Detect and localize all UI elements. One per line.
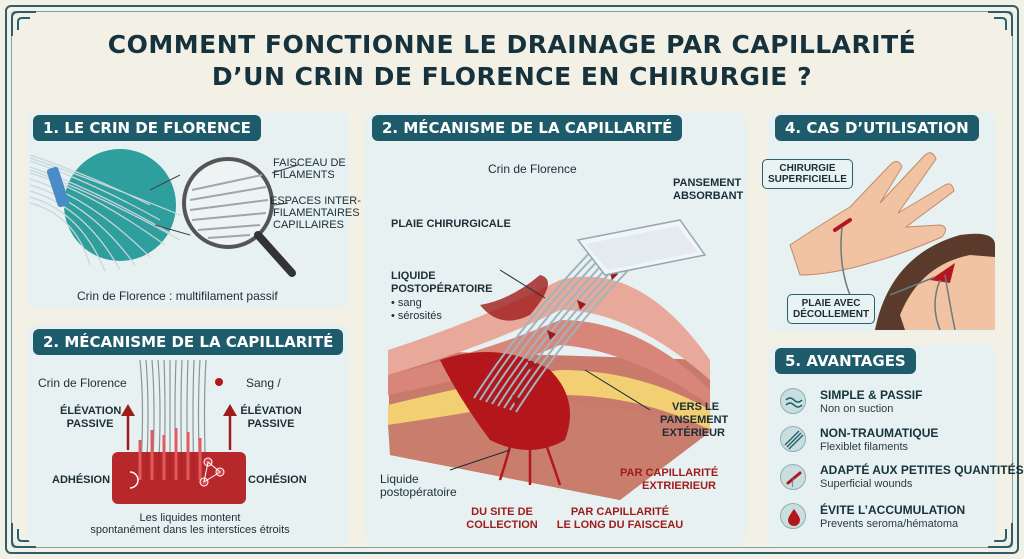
label-espaces-2: FILAMENTAIRES bbox=[273, 207, 360, 219]
page-title-line-1: COMMENT FONCTIONNE LE DRAINAGE PAR CAPIL… bbox=[107, 30, 917, 59]
label-liquide-bottom-1: Liquide bbox=[380, 472, 419, 486]
label-vers-3: EXTÉRIEUR bbox=[662, 427, 725, 439]
blood-drop-icon bbox=[780, 503, 806, 529]
panel1-caption: Crin de Florence : multifilament passif bbox=[77, 289, 278, 303]
blood-reservoir bbox=[112, 452, 246, 504]
label-faisceau-1: FAISCEAU DE bbox=[273, 157, 346, 169]
label-elevation-right-1: ÉLÉVATION bbox=[240, 405, 302, 417]
label-par-capillarite-ext-1: PAR CAPILLARITÉ bbox=[620, 467, 719, 479]
label-par-capillarite-ext-2: EXTRIERIEUR bbox=[642, 480, 716, 492]
adhesion-arrow-icon bbox=[129, 471, 139, 489]
label-crin-small: Crin de Florence bbox=[38, 376, 127, 390]
wave-icon bbox=[780, 388, 806, 414]
scalp-wound bbox=[930, 263, 955, 283]
corner-ornament-icon bbox=[988, 523, 1013, 548]
panel-avantages bbox=[768, 345, 996, 545]
label-espaces-1: ESPACES INTER- bbox=[270, 195, 361, 207]
panel2-caption-2: spontanément dans les interstices étroit… bbox=[90, 524, 290, 536]
advantage-1-sub: Non on suction bbox=[820, 403, 894, 415]
blood-dot-icon bbox=[215, 378, 223, 386]
label-pansement-2: ABSORBANT bbox=[673, 190, 744, 202]
label-site-2: COLLECTION bbox=[466, 519, 538, 531]
panel1-heading: 1. LE CRIN DE FLORENCE bbox=[33, 115, 261, 141]
teal-background-circle bbox=[64, 149, 176, 261]
label-crin-large: Crin de Florence bbox=[488, 162, 577, 176]
panel5-heading: 5. AVANTAGES bbox=[775, 348, 916, 374]
fat-layer bbox=[388, 370, 710, 430]
page-title-line-2: D’UN CRIN DE FLORENCE EN CHIRURGIE ? bbox=[211, 62, 813, 91]
up-arrow-right-icon bbox=[223, 404, 237, 450]
label-liquide-bottom-2: postopératoire bbox=[380, 485, 457, 499]
skin-surface bbox=[388, 276, 710, 380]
advantage-3-sub: Superficial wounds bbox=[820, 478, 913, 490]
label-adhesion: ADHÉSION bbox=[52, 474, 111, 486]
inner-frame bbox=[11, 11, 1013, 548]
outer-frame bbox=[5, 5, 1019, 554]
panel2-heading: 2. MÉCANISME DE LA CAPILLARITÉ bbox=[33, 329, 344, 355]
advantage-1-title: SIMPLE & PASSIF bbox=[820, 388, 923, 402]
label-elevation-right-2: PASSIVE bbox=[247, 418, 295, 430]
crin-illustration bbox=[29, 149, 299, 277]
label-bullet-serosites: • sérosités bbox=[391, 310, 442, 322]
advantage-2-sub: Flexiblet filaments bbox=[820, 441, 909, 453]
capillary-diagram bbox=[112, 359, 246, 504]
filament-bundle-icon bbox=[29, 154, 181, 272]
wound-icon bbox=[780, 464, 806, 490]
label-long-faisceau-1: PAR CAPILLARITÉ bbox=[570, 506, 670, 518]
label-long-faisceau-2: LE LONG DU FAISCEAU bbox=[556, 519, 684, 531]
label-elevation-left-1: ÉLÉVATION bbox=[60, 405, 122, 417]
filaments-icon bbox=[780, 426, 806, 452]
panel4-heading: 4. CAS D’UTILISATION bbox=[775, 115, 979, 141]
label-cohesion: COHÉSION bbox=[248, 474, 307, 486]
corner-ornament-icon bbox=[11, 523, 36, 548]
label-pansement-1: PANSEMENT bbox=[673, 177, 742, 189]
corner-ornament-icon bbox=[988, 11, 1013, 36]
label-plaie-chirurgicale: PLAIE CHIRURGICALE bbox=[391, 218, 511, 230]
panel3-heading: 2. MÉCANISME DE LA CAPILLARITÉ bbox=[372, 115, 683, 141]
label-faisceau-2: FILAMENTS bbox=[273, 169, 335, 181]
label-elevation-left-2: PASSIVE bbox=[66, 418, 114, 430]
label-espaces-3: CAPILLAIRES bbox=[273, 219, 344, 231]
label-chirurgie-superficielle: CHIRURGIE SUPERFICIELLE bbox=[762, 159, 853, 189]
label-vers-2: PANSEMENT bbox=[660, 414, 729, 426]
label-liquide-1: LIQUIDE bbox=[391, 270, 436, 282]
advantage-3-title: ADAPTÉ AUX PETITES QUANTITÉS bbox=[820, 463, 1024, 477]
advantage-4-sub: Prevents seroma/hématoma bbox=[820, 518, 959, 530]
label-bullet-sang: • sang bbox=[391, 297, 422, 309]
label-plaie-decollement: PLAIE AVEC DÉCOLLEMENT bbox=[787, 294, 876, 324]
hand-icon bbox=[789, 152, 955, 276]
label-liquide-2: POSTOPÉRATOIRE bbox=[391, 283, 493, 295]
label-vers-1: VERS LE bbox=[672, 401, 720, 413]
corner-ornament-icon bbox=[11, 11, 36, 36]
panel2-caption-1: Les liquides montent bbox=[139, 512, 241, 524]
use-cases-illustration bbox=[789, 152, 995, 331]
advantage-2-title: NON-TRAUMATIQUE bbox=[820, 426, 939, 440]
wound-cross-section bbox=[388, 219, 710, 500]
advantage-4-title: ÉVITE L’ACCUMULATION bbox=[820, 503, 966, 517]
label-sang: Sang / bbox=[246, 376, 281, 390]
label-site-1: DU SITE DE bbox=[471, 506, 533, 518]
up-arrow-left-icon bbox=[121, 404, 135, 450]
